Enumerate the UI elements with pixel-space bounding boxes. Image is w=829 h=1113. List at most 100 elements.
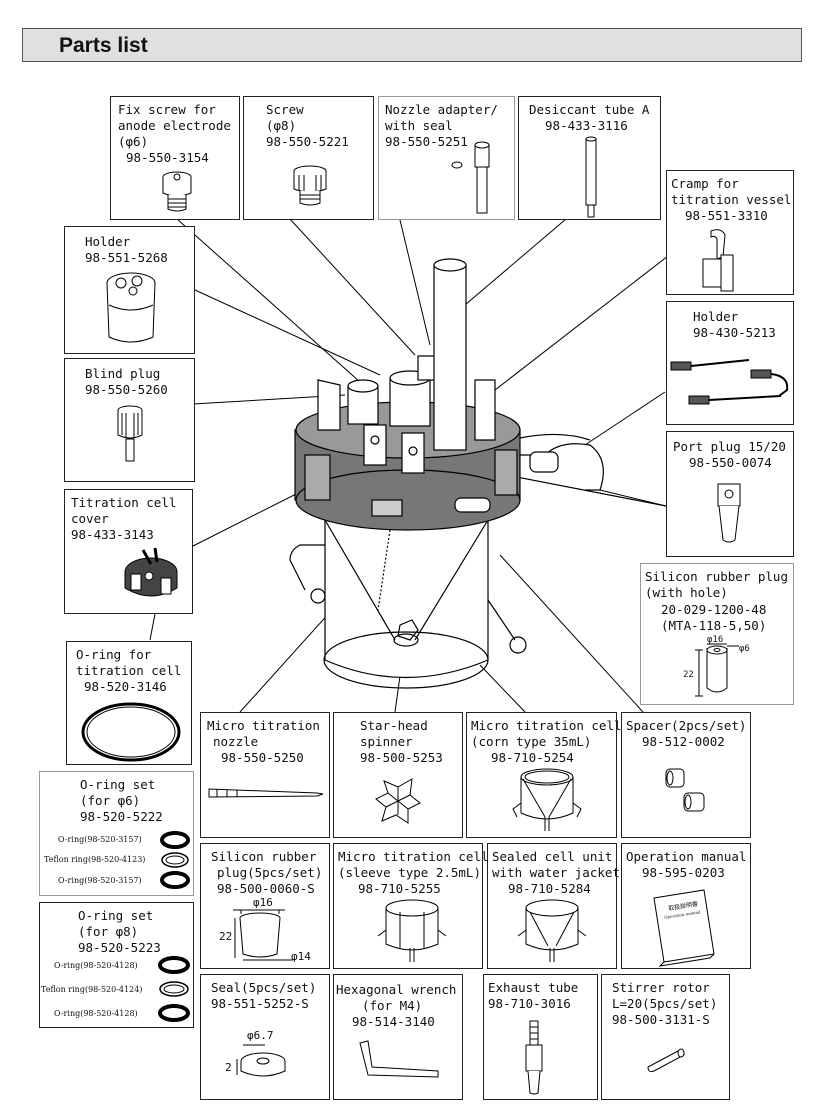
oring-item-label: O-ring(98-520-3157) xyxy=(58,876,142,885)
part-star-head-spinner: Star-head spinner 98-500-5253 xyxy=(333,712,463,838)
part-seal: Seal(5pcs/set) 98-551-5252-S φ6.7 2 xyxy=(200,974,330,1100)
part-number: 98-550-3154 xyxy=(126,150,209,165)
cramp-icon xyxy=(702,229,734,292)
part-label: (corn type 35mL) xyxy=(471,734,592,749)
part-micro-cell-35ml: Micro titration cell (corn type 35mL) 98… xyxy=(466,712,622,838)
holder-arm-icon xyxy=(670,359,789,405)
part-label: spinner xyxy=(360,734,413,749)
blind-plug-icon xyxy=(117,405,143,462)
part-stirrer-rotor: Stirrer rotor L=20(5pcs/set) 98-500-3131… xyxy=(601,974,730,1100)
corn-cell-icon xyxy=(512,768,582,831)
part-titration-cell-cover: Titration cell cover 98-433-3143 xyxy=(64,489,193,614)
part-label: Desiccant tube A xyxy=(529,102,650,117)
stirrer-rotor-icon xyxy=(647,1048,685,1072)
spacer-icon xyxy=(665,768,705,812)
part-number: 98-550-0074 xyxy=(689,455,772,470)
part-label: O-ring for xyxy=(76,647,152,662)
part-number: 98-500-5253 xyxy=(360,750,443,765)
part-label: (for M4) xyxy=(362,998,423,1013)
manual-book-icon xyxy=(653,889,715,967)
dimension-label: 2 xyxy=(225,1061,232,1074)
part-number: 98-551-5252-S xyxy=(211,996,309,1011)
part-label: Micro titration xyxy=(207,718,320,733)
part-label: Micro titration cell xyxy=(338,849,489,864)
holder-icon xyxy=(106,272,156,343)
part-holder-5213: Holder 98-430-5213 xyxy=(666,301,794,425)
part-label: with water jacket xyxy=(492,865,620,880)
section-header: Parts list xyxy=(22,28,802,62)
plug-with-hole-icon xyxy=(695,643,739,697)
part-port-plug: Port plug 15/20 98-550-0074 xyxy=(666,431,794,557)
part-number: 98-433-3143 xyxy=(71,527,154,542)
part-label: plug(5pcs/set) xyxy=(217,865,323,880)
dimension-label: φ6.7 xyxy=(247,1029,274,1042)
seal-icon xyxy=(236,1044,286,1077)
part-label: (with hole) xyxy=(645,585,728,600)
part-label: Exhaust tube xyxy=(488,980,579,995)
part-label: Spacer(2pcs/set) xyxy=(626,718,747,733)
part-label: nozzle xyxy=(213,734,259,749)
part-cramp: Cramp for titration vessel 98-551-3310 xyxy=(666,170,794,295)
part-label: (sleeve type 2.5mL) xyxy=(338,865,481,880)
part-number: 98-710-5255 xyxy=(358,881,441,896)
part-number: 20-029-1200-48 xyxy=(661,602,767,617)
part-label: L=20(5pcs/set) xyxy=(612,996,718,1011)
part-label: Star-head xyxy=(360,718,428,733)
part-desiccant-tube: Desiccant tube A 98-433-3116 xyxy=(518,96,661,220)
part-number: 98-512-0002 xyxy=(642,734,725,749)
part-operation-manual: Operation manual 98-595-0203 取扱説明書 Opera… xyxy=(621,843,751,969)
rubber-plug-icon xyxy=(233,909,293,961)
part-number: 98-514-3140 xyxy=(352,1014,435,1029)
part-label: Cramp for xyxy=(671,176,739,191)
part-micro-cell-2-5ml: Micro titration cell (sleeve type 2.5mL)… xyxy=(333,843,489,969)
part-label: Holder xyxy=(85,234,131,249)
part-label: Blind plug xyxy=(85,366,161,381)
dimension-label: 22 xyxy=(683,670,694,680)
part-number: 98-710-5284 xyxy=(508,881,591,896)
part-label: cover xyxy=(71,511,109,526)
part-label: (for φ6) xyxy=(80,793,141,808)
part-holder-5268: Holder 98-551-5268 xyxy=(64,226,195,354)
oring-set-icon xyxy=(158,956,190,1022)
part-number: 98-500-0060-S xyxy=(217,881,315,896)
part-spacer: Spacer(2pcs/set) 98-512-0002 xyxy=(621,712,751,838)
part-silicon-rubber-plug-hole: Silicon rubber plug (with hole) 20-029-1… xyxy=(640,563,794,705)
spinner-icon xyxy=(375,778,421,824)
part-label: (φ6) xyxy=(118,134,149,149)
part-number: 98-550-5221 xyxy=(266,134,349,149)
part-number: 98-433-3116 xyxy=(545,118,628,133)
part-label: Silicon rubber xyxy=(211,849,317,864)
dimension-label: φ6 xyxy=(739,644,750,654)
oring-set-icon xyxy=(160,831,190,889)
part-label: titration cell xyxy=(76,663,182,678)
nozzle-icon xyxy=(208,788,324,798)
oring-item-label: O-ring(98-520-4128) xyxy=(54,1009,138,1018)
dimension-label: φ16 xyxy=(707,635,724,645)
page-title: Parts list xyxy=(59,34,148,57)
part-label: Nozzle adapter/ xyxy=(385,102,498,117)
part-oring-cell: O-ring for titration cell 98-520-3146 xyxy=(66,641,192,765)
part-label: (MTA-118-5,50) xyxy=(661,618,767,633)
part-oring-set-8: O-ring set (for φ8) 98-520-5223 O-ring(9… xyxy=(39,902,194,1028)
part-label: Screw xyxy=(266,102,304,117)
part-label: Hexagonal wrench xyxy=(336,982,457,997)
wrench-icon xyxy=(359,1040,439,1078)
cell-cover-icon xyxy=(124,547,178,597)
part-number: 98-550-5260 xyxy=(85,382,168,397)
part-number: 98-550-5251 xyxy=(385,134,468,149)
dimension-label: 22 xyxy=(219,930,233,943)
part-number: 98-500-3131-S xyxy=(612,1012,710,1027)
part-number: 98-710-3016 xyxy=(488,996,571,1011)
part-hexagonal-wrench: Hexagonal wrench (for M4) 98-514-3140 xyxy=(333,974,463,1100)
exhaust-tube-icon xyxy=(525,1020,543,1095)
part-number: 98-430-5213 xyxy=(693,325,776,340)
part-label: Port plug 15/20 xyxy=(673,439,786,454)
fix-screw-icon xyxy=(162,171,192,212)
dimension-label: φ16 xyxy=(253,896,273,909)
part-number: 98-520-5222 xyxy=(80,809,163,824)
oring-item-label: O-ring(98-520-4128) xyxy=(54,961,138,970)
part-blind-plug: Blind plug 98-550-5260 xyxy=(64,358,195,482)
part-number: 98-551-3310 xyxy=(685,208,768,223)
part-label: Seal(5pcs/set) xyxy=(211,980,317,995)
